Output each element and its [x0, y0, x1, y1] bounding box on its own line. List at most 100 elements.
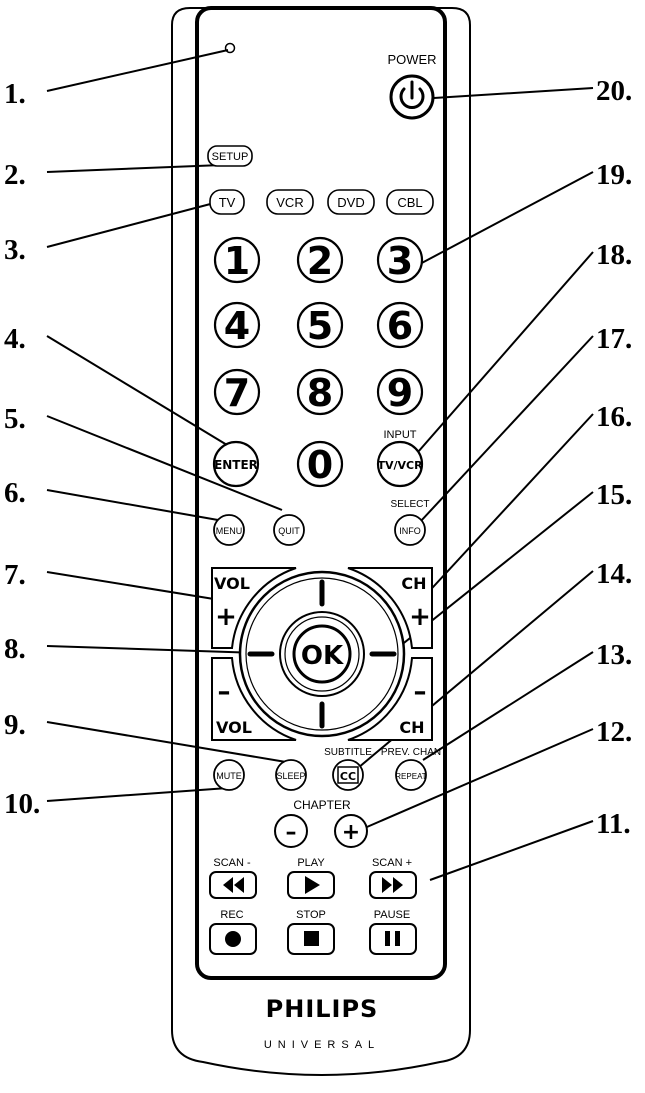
record-icon	[225, 931, 241, 947]
callout-3: 3.	[4, 234, 26, 266]
digit-1-button[interactable]: 1	[213, 236, 261, 284]
callout-7: 7.	[4, 559, 26, 591]
ch-down-minus-label: –	[414, 677, 427, 707]
scan-minus-label: SCAN -	[213, 857, 251, 869]
callout-8: 8.	[4, 633, 26, 665]
digit-2-button[interactable]: 2	[296, 236, 344, 284]
vcr-button[interactable]: VCR	[266, 189, 314, 215]
power-button[interactable]: POWER	[387, 52, 437, 120]
select-label: SELECT	[391, 499, 430, 510]
digit-7-label: 7	[224, 371, 250, 415]
tv-vcr-button[interactable]: TV/VCR	[376, 440, 424, 488]
brand-logo: PHILIPS	[266, 995, 379, 1023]
callout-17: 17.	[596, 323, 632, 355]
vol-down-vol-label: VOL	[216, 718, 252, 737]
sleep-button[interactable]: SLEEP	[275, 759, 307, 791]
ch-up-plus-label: +	[409, 602, 431, 632]
digit-8-button[interactable]: 8	[296, 368, 344, 416]
callout-18: 18.	[596, 239, 632, 271]
ch-down-button[interactable]: – CH	[347, 657, 433, 741]
digit-5-button[interactable]: 5	[296, 301, 344, 349]
chapter-label: CHAPTER	[293, 798, 351, 812]
quit-button[interactable]: QUIT	[273, 514, 305, 546]
vcr-label: VCR	[276, 195, 303, 210]
power-icon	[399, 80, 425, 109]
prev-chan-label: PREV. CHAN	[381, 747, 441, 758]
vol-up-button[interactable]: VOL +	[211, 567, 297, 649]
callout-6: 6.	[4, 477, 26, 509]
callout-2: 2.	[4, 159, 26, 191]
play-icon	[305, 876, 320, 894]
ok-button[interactable]: OK	[279, 611, 365, 697]
ch-up-button[interactable]: CH +	[347, 567, 433, 649]
callout-11: 11.	[596, 808, 631, 840]
digit-6-label: 6	[387, 304, 413, 348]
stop-button[interactable]	[287, 923, 335, 955]
pause-label: PAUSE	[374, 909, 410, 921]
vol-up-plus-label: +	[215, 602, 237, 632]
digit-9-label: 9	[387, 371, 413, 415]
sleep-label: SLEEP	[276, 771, 305, 781]
rewind-button[interactable]	[209, 871, 257, 899]
digit-4-label: 4	[224, 304, 250, 348]
ch-up-ch-label: CH	[401, 574, 426, 593]
power-label: POWER	[387, 52, 436, 67]
digit-7-button[interactable]: 7	[213, 368, 261, 416]
tv-button[interactable]: TV	[209, 189, 245, 215]
callout-9: 9.	[4, 709, 26, 741]
ch-down-ch-label: CH	[399, 718, 424, 737]
source-buttons: TV VCR DVD CBL	[209, 189, 434, 215]
quit-label: QUIT	[278, 526, 300, 536]
callout-4: 4.	[4, 323, 26, 355]
digit-8-label: 8	[307, 371, 333, 415]
chapter-minus-label: –	[286, 820, 297, 845]
digit-9-button[interactable]: 9	[376, 368, 424, 416]
digit-2-label: 2	[307, 239, 333, 283]
chapter-plus-label: +	[342, 820, 360, 845]
cc-button[interactable]: CC	[332, 759, 364, 791]
tv-label: TV	[219, 195, 236, 210]
cbl-button[interactable]: CBL	[386, 189, 434, 215]
mute-button[interactable]: MUTE	[213, 759, 245, 791]
enter-button[interactable]: ENTER	[212, 440, 260, 488]
mute-label: MUTE	[216, 771, 242, 781]
stop-icon	[304, 931, 319, 946]
input-label: INPUT	[384, 429, 417, 441]
digit-4-button[interactable]: 4	[213, 301, 261, 349]
chapter-minus-button[interactable]: –	[274, 814, 308, 848]
dvd-label: DVD	[337, 195, 364, 210]
vol-down-minus-label: –	[218, 677, 231, 707]
play-button[interactable]	[287, 871, 335, 899]
callout-19: 19.	[596, 159, 632, 191]
vol-down-button[interactable]: – VOL	[211, 657, 297, 741]
menu-button[interactable]: MENU	[213, 514, 245, 546]
digit-0-button[interactable]: 0	[296, 440, 344, 488]
callout-10: 10.	[4, 788, 40, 820]
callout-lines	[46, 49, 594, 881]
vol-up-vol-label: VOL	[214, 574, 250, 593]
digit-3-button[interactable]: 3	[376, 236, 424, 284]
chapter-plus-button[interactable]: +	[334, 814, 368, 848]
enter-label: ENTER	[214, 458, 258, 472]
pause-icon	[385, 931, 400, 946]
record-button[interactable]	[209, 923, 257, 955]
number-keypad: 1 2 3 4 5 6 7 8	[213, 236, 424, 488]
subtitle-label: SUBTITLE	[324, 747, 372, 758]
play-label: PLAY	[297, 857, 325, 869]
brand-subtitle: UNIVERSAL	[264, 1039, 380, 1051]
fast-forward-button[interactable]	[369, 871, 417, 899]
setup-button[interactable]: SETUP	[207, 145, 253, 167]
pause-button[interactable]	[369, 923, 417, 955]
callout-12: 12.	[596, 716, 632, 748]
dvd-button[interactable]: DVD	[327, 189, 375, 215]
info-button[interactable]: INFO	[394, 514, 426, 546]
scan-plus-label: SCAN +	[372, 857, 412, 869]
rec-label: REC	[220, 909, 243, 921]
stop-label: STOP	[296, 909, 326, 921]
repeat-button[interactable]: REPEAT	[395, 759, 427, 791]
repeat-label: REPEAT	[395, 772, 427, 781]
ok-label: OK	[301, 641, 344, 671]
fast-forward-icon	[382, 877, 403, 893]
digit-6-button[interactable]: 6	[376, 301, 424, 349]
